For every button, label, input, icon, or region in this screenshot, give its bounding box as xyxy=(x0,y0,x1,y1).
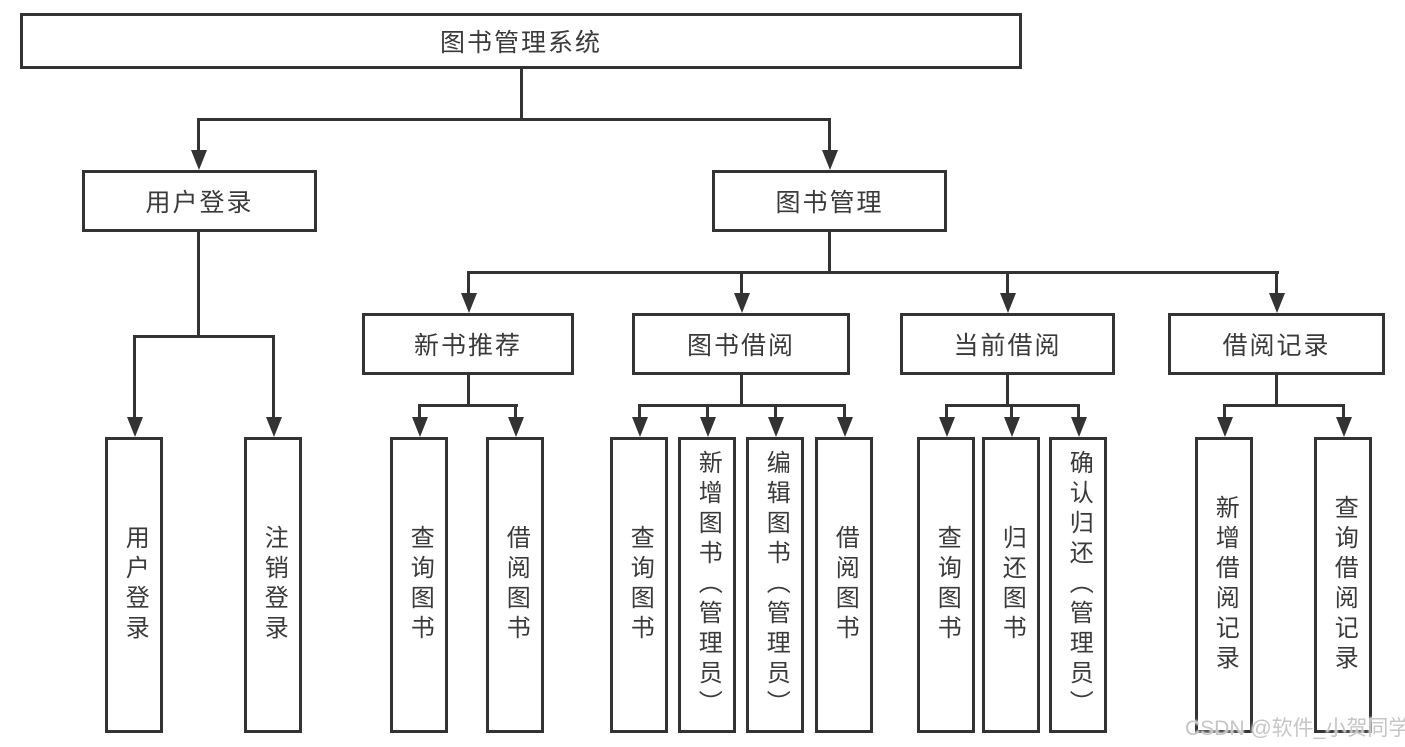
node-label: 借阅图书 xyxy=(831,525,859,645)
connector-line xyxy=(1010,404,1013,421)
node-label: 当前借阅 xyxy=(953,332,1062,360)
arrow-down-icon xyxy=(768,417,784,437)
leaf-query-books: 查询图书 xyxy=(917,437,975,733)
arrow-down-icon xyxy=(1336,417,1352,437)
connector-line xyxy=(740,375,743,407)
arrow-down-icon xyxy=(412,417,428,437)
node-label: 查询图书 xyxy=(933,525,961,645)
connector-line xyxy=(638,404,846,407)
connector-line xyxy=(1223,404,1345,407)
connector-line xyxy=(638,404,641,421)
connector-line xyxy=(514,404,517,421)
leaf-confirm-return-admin: 确认归还（管理员） xyxy=(1049,437,1107,733)
arrow-down-icon xyxy=(1000,293,1016,313)
connector-line xyxy=(197,118,831,121)
arrow-down-icon xyxy=(1004,417,1020,437)
node-borrowing-records: 借阅记录 xyxy=(1168,313,1385,375)
arrow-down-icon xyxy=(1071,417,1087,437)
connector-line xyxy=(843,404,846,421)
arrow-down-icon xyxy=(461,293,477,313)
arrow-down-icon xyxy=(1269,293,1285,313)
connector-line xyxy=(1342,404,1345,421)
connector-line xyxy=(740,271,743,297)
arrow-down-icon xyxy=(734,293,750,313)
arrow-down-icon xyxy=(632,417,648,437)
node-label: 新增借阅记录 xyxy=(1211,495,1239,675)
arrow-down-icon xyxy=(191,150,207,170)
node-label: 确认归还（管理员） xyxy=(1065,450,1093,720)
arrow-down-icon xyxy=(127,417,143,437)
leaf-return-books: 归还图书 xyxy=(982,437,1040,733)
node-label: 用户登录 xyxy=(121,525,149,645)
leaf-borrow-books: 借阅图书 xyxy=(815,437,873,733)
connector-line xyxy=(520,69,523,120)
arrow-down-icon xyxy=(822,150,838,170)
node-label: 新增图书（管理员） xyxy=(694,450,722,720)
node-label: 借阅图书 xyxy=(502,525,530,645)
arrow-down-icon xyxy=(837,417,853,437)
connector-line xyxy=(133,335,275,338)
leaf-logout: 注销登录 xyxy=(244,437,302,733)
leaf-query-borrow-record: 查询借阅记录 xyxy=(1314,437,1372,733)
node-label: 图书管理系统 xyxy=(439,29,602,57)
connector-line xyxy=(706,404,709,421)
leaf-add-books-admin: 新增图书（管理员） xyxy=(678,437,736,733)
connector-line xyxy=(1006,375,1009,407)
connector-line xyxy=(467,271,1279,274)
node-label: 新书推荐 xyxy=(413,332,522,360)
connector-line xyxy=(418,404,421,421)
node-label: 归还图书 xyxy=(998,525,1026,645)
leaf-query-books: 查询图书 xyxy=(390,437,448,733)
connector-line xyxy=(197,232,200,338)
connector-line xyxy=(1077,404,1080,421)
leaf-add-borrow-record: 新增借阅记录 xyxy=(1195,437,1253,733)
node-label: 借阅记录 xyxy=(1222,332,1331,360)
connector-line xyxy=(1275,271,1278,297)
connector-line xyxy=(1275,375,1278,407)
connector-line xyxy=(828,118,831,154)
node-new-book-recommendation: 新书推荐 xyxy=(362,313,574,375)
connector-line xyxy=(828,232,831,274)
node-label: 图书管理 xyxy=(775,189,884,217)
connector-line xyxy=(945,404,948,421)
node-user-login: 用户登录 xyxy=(82,170,317,232)
node-label: 用户登录 xyxy=(145,189,254,217)
arrow-down-icon xyxy=(700,417,716,437)
node-library-management-system: 图书管理系统 xyxy=(20,13,1022,69)
connector-line xyxy=(467,271,470,297)
node-label: 编辑图书（管理员） xyxy=(762,450,790,720)
connector-line xyxy=(272,335,275,421)
node-book-management: 图书管理 xyxy=(712,170,947,232)
node-current-borrowing: 当前借阅 xyxy=(900,313,1115,375)
node-label: 查询借阅记录 xyxy=(1330,495,1358,675)
connector-line xyxy=(1006,271,1009,297)
leaf-edit-books-admin: 编辑图书（管理员） xyxy=(746,437,804,733)
connector-line xyxy=(197,118,200,154)
connector-line xyxy=(1223,404,1226,421)
node-label: 查询图书 xyxy=(626,525,654,645)
node-label: 注销登录 xyxy=(260,525,288,645)
node-label: 查询图书 xyxy=(406,525,434,645)
csdn-watermark: CSDN @软件_小贺同学 xyxy=(1185,717,1405,740)
node-label: 图书借阅 xyxy=(686,332,795,360)
connector-line xyxy=(774,404,777,421)
leaf-user-login: 用户登录 xyxy=(105,437,163,733)
arrow-down-icon xyxy=(508,417,524,437)
connector-line xyxy=(418,404,518,407)
arrow-down-icon xyxy=(1217,417,1233,437)
leaf-query-books: 查询图书 xyxy=(610,437,668,733)
connector-line xyxy=(467,375,470,407)
leaf-borrow-books: 借阅图书 xyxy=(486,437,544,733)
arrow-down-icon xyxy=(939,417,955,437)
node-book-borrowing: 图书借阅 xyxy=(632,313,850,375)
connector-line xyxy=(133,335,136,421)
arrow-down-icon xyxy=(266,417,282,437)
